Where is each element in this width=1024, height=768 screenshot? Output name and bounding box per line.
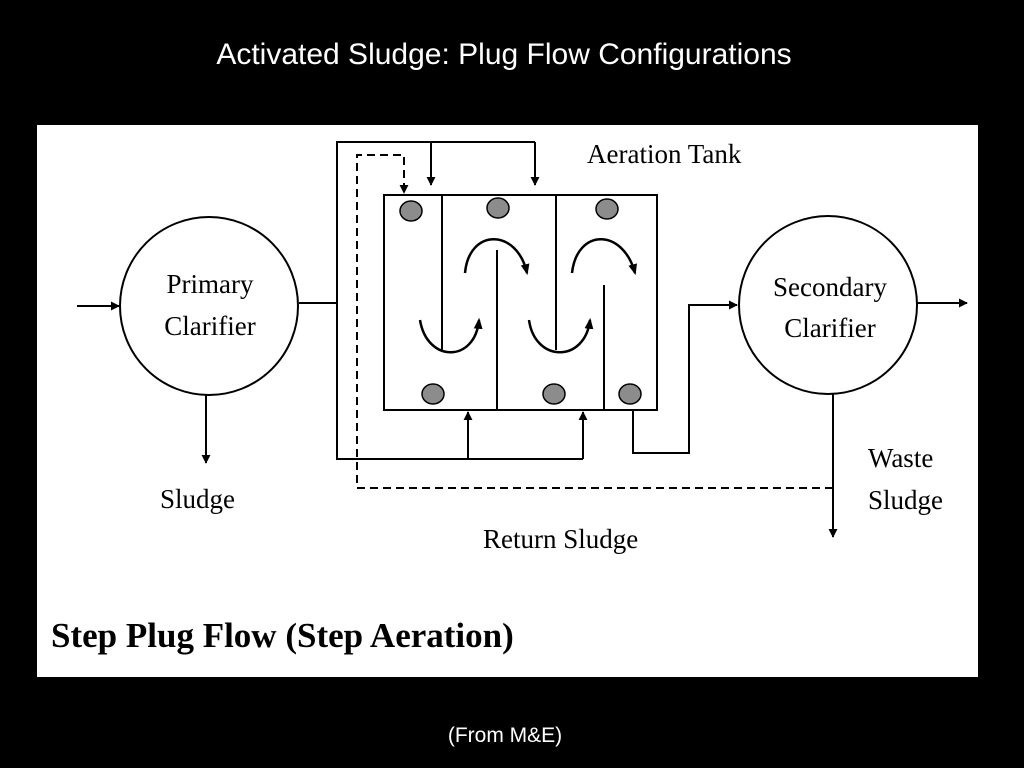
return-sludge-line [356, 154, 833, 489]
return-sludge-label: Return Sludge [483, 524, 638, 554]
flow-diagram: Aeration Tank Primary Clarifier Secondar… [51, 139, 968, 655]
diffuser [421, 383, 445, 405]
waste-sludge-label: Waste [868, 443, 933, 473]
diffuser [595, 198, 619, 220]
secondary-clarifier-circle [738, 215, 918, 395]
flow-curve-4 [570, 238, 637, 276]
flow-curve-1 [418, 317, 483, 354]
primary-clarifier-label: Primary [167, 269, 254, 299]
sludge-label: Sludge [160, 484, 235, 514]
primary-clarifier-circle [119, 216, 299, 396]
slide-title: Activated Sludge: Plug Flow Configuratio… [216, 38, 792, 71]
aeration-tank-label: Aeration Tank [587, 139, 742, 169]
diffuser [618, 383, 642, 405]
primary-clarifier-label: Clarifier [164, 311, 255, 341]
source-note: (From M&E) [447, 724, 563, 747]
diagram-caption: Step Plug Flow (Step Aeration) [51, 616, 514, 655]
diffuser [399, 200, 423, 222]
feed-bottom-pipe [336, 303, 583, 460]
diffuser [542, 383, 566, 405]
aeration-tank [383, 194, 658, 411]
secondary-clarifier-label: Secondary [773, 272, 887, 302]
flow-curve-3 [527, 317, 594, 354]
feed-pipe [299, 141, 535, 304]
secondary-clarifier-label: Clarifier [784, 313, 875, 343]
flow-curve-2 [463, 238, 530, 276]
diagram-panel: Aeration Tank Primary Clarifier Secondar… [37, 125, 978, 677]
tank-effluent-pipe [632, 300, 738, 454]
waste-sludge-label: Sludge [868, 485, 943, 515]
diffuser [486, 197, 510, 219]
